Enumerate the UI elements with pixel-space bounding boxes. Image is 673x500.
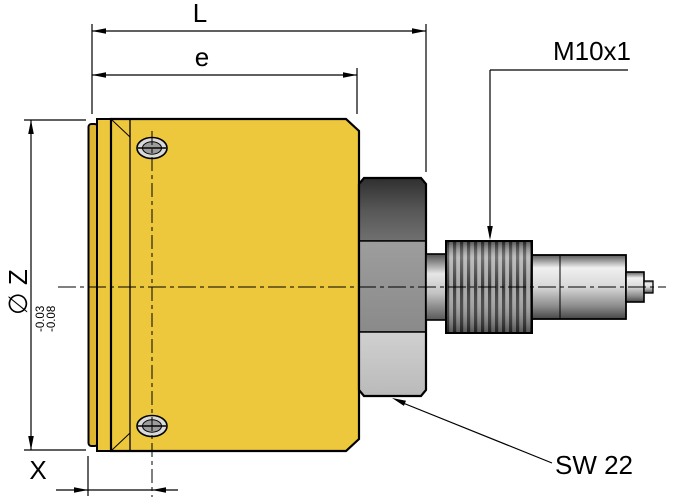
arrowhead-x-left [74,487,88,493]
wrench-leader [402,402,553,464]
body-barrel [109,117,361,453]
arrowhead-dia-top [28,120,34,134]
arrowhead-e-left [92,72,106,78]
dimension-face-offset: X [29,455,178,496]
arrowhead-wrench [392,398,406,406]
dimension-diameter: ∅ Z -0.03 -0.08 [3,119,86,451]
arrowhead-thread [487,226,493,240]
callout-wrench-size: SW 22 [392,398,633,480]
arrowhead-L-right [412,28,426,34]
thread-spec-label: M10x1 [553,36,631,66]
centerlines [58,131,666,497]
dim-e-label: e [195,42,209,72]
dimension-housing-length: e [92,42,358,114]
dim-x-label: X [29,455,46,485]
arrowhead-dia-bottom [28,436,34,450]
arrowhead-x-right [152,487,166,493]
tolerance-upper: -0.03 [35,306,47,332]
screw-top [136,136,168,160]
diameter-label: ∅ Z [3,269,33,315]
dim-L-label: L [193,0,207,28]
hex-outline [357,176,428,398]
sensor-body [87,117,361,453]
body-chamfer-bottom [111,432,131,451]
wrench-size-label: SW 22 [555,450,633,480]
callout-thread: M10x1 [487,36,631,240]
body-flange [96,118,112,452]
body-chamfer-top [111,119,131,138]
arrowhead-e-right [343,72,357,78]
hex-top-facet [358,177,427,242]
arrowhead-L-left [92,28,106,34]
dimension-overall-length: L [91,0,427,172]
hex-bottom-facet [358,331,427,397]
tolerance-lower: -0.08 [46,306,58,332]
diameter-tolerance: -0.03 -0.08 [35,306,58,332]
